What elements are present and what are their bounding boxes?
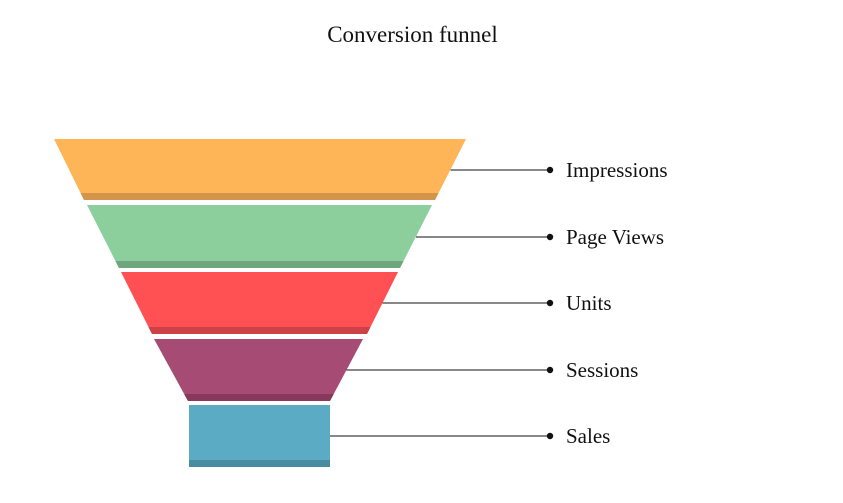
segment-label: Sales [566,424,610,448]
funnel-segment-shadow [115,261,404,268]
funnel-segment-impressions[interactable] [54,139,466,200]
leader-dot [546,166,554,174]
funnel-segment-fill [54,139,466,200]
funnel-segment-shadow [184,394,334,401]
funnel-segment-shadow [80,193,439,200]
leader-dot [546,366,554,374]
funnel-segment-units[interactable] [121,272,398,334]
funnel-segment-page-views[interactable] [87,205,432,268]
segment-label: Units [566,291,612,315]
funnel-segment-sessions[interactable] [154,339,363,401]
segment-label: Sessions [566,358,638,382]
leader-dot [546,299,554,307]
funnel-segment-shadow [148,327,371,334]
chart-title: Conversion funnel [327,22,498,47]
segment-label: Impressions [566,158,668,182]
funnel-segment-fill [154,339,363,401]
leader-dot [546,432,554,440]
funnel-segment-fill [189,405,330,467]
funnel-segment-sales[interactable] [189,405,330,467]
leader-dot [546,233,554,241]
funnel-segment-fill [121,272,398,334]
funnel-segment-shadow [189,460,330,467]
funnel-segment-fill [87,205,432,268]
segment-label: Page Views [566,225,664,249]
